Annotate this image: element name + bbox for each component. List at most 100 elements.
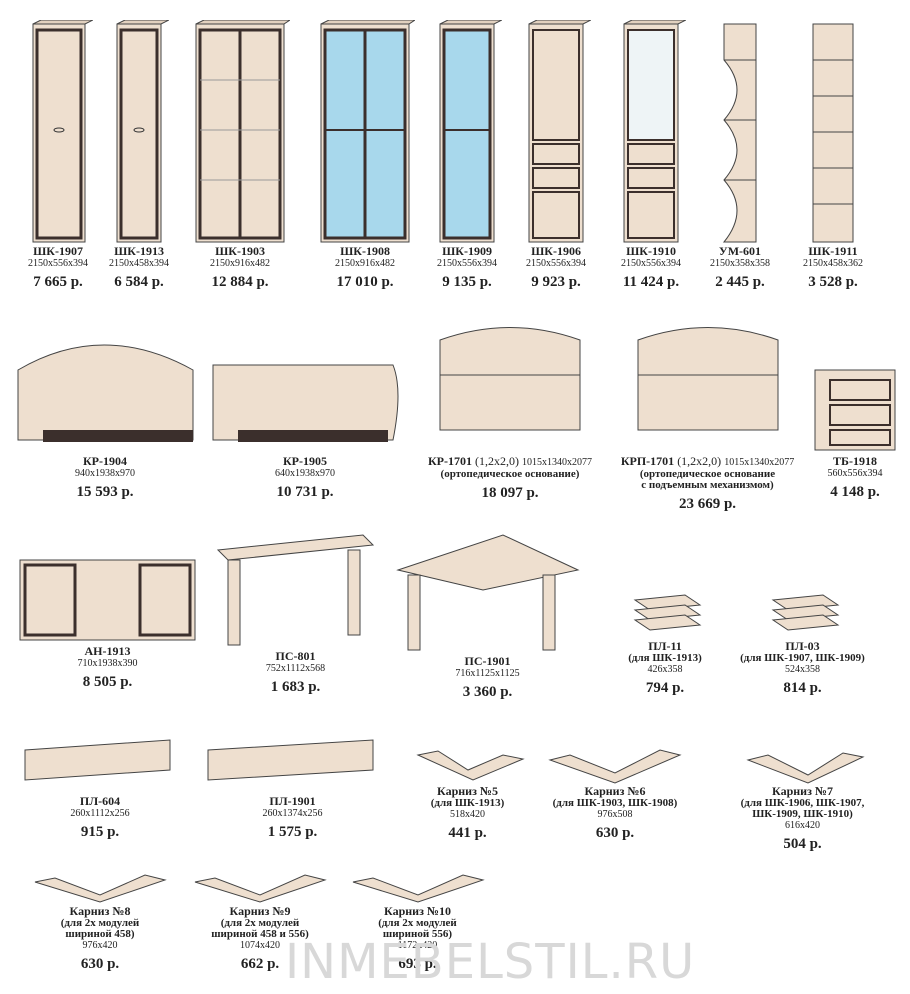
- product-karniz-9[interactable]: Карниз №9 (для 2х модулей шириной 458 и …: [185, 870, 335, 973]
- product-price: 3 360 р.: [462, 684, 513, 700]
- product-price: 794 р.: [645, 680, 685, 696]
- cornice-image: [548, 749, 682, 784]
- product-shk-1907[interactable]: ШК-1907 2150x556x394 7 665 р.: [18, 20, 98, 291]
- product-price: 6 584 р.: [114, 274, 164, 290]
- product-note: с подъемным механизмом): [641, 479, 774, 491]
- product-note: шириной 458 и 556): [211, 928, 309, 940]
- product-kr-1701[interactable]: КР-1701 (1,2х2,0) 1015x1340x2077 (ортопе…: [410, 320, 610, 502]
- product-name: ПЛ-03: [785, 639, 820, 653]
- sofa-bed-image: [17, 344, 193, 442]
- product-shk-1908[interactable]: ШК-1908 2150x916x482 17 010 р.: [305, 20, 425, 291]
- product-price: 504 р.: [783, 836, 822, 852]
- product-dims: 1074x420: [240, 940, 280, 951]
- product-dims: 940x1938x970: [75, 468, 135, 479]
- product-shk-1903[interactable]: ШК-1903 2150x916x482 12 884 р.: [180, 20, 300, 291]
- corner-desk-image: [395, 534, 580, 651]
- product-karniz-8[interactable]: Карниз №8 (для 2х модулей шириной 458) 9…: [25, 870, 175, 973]
- product-dims: 524x358: [785, 664, 820, 675]
- product-pl-1901[interactable]: ПЛ-1901 260x1374x256 1 575 р.: [200, 735, 385, 841]
- product-price: 4 148 р.: [830, 484, 880, 500]
- product-name: ПЛ-1901: [269, 794, 316, 808]
- product-note: (ортопедическое основание): [440, 468, 580, 480]
- product-um-601[interactable]: УМ-601 2150x358x358 2 445 р.: [700, 20, 780, 291]
- product-price: 630 р.: [80, 956, 120, 972]
- product-karniz-10[interactable]: Карниз №10 (для 2х модулей шириной 556) …: [340, 870, 495, 973]
- product-name: Карниз №7: [772, 784, 833, 798]
- product-price: 10 731 р.: [276, 484, 334, 500]
- product-dims: 426x358: [647, 664, 683, 675]
- corner-shelf-image: [722, 23, 757, 243]
- product-name: ПЛ-604: [79, 794, 121, 808]
- product-shk-1911[interactable]: ШК-1911 2150x458x362 3 528 р.: [792, 20, 874, 291]
- wall-cabinet-image: [19, 559, 196, 641]
- product-tb-1918[interactable]: ТБ-1918 560x556x394 4 148 р.: [805, 360, 905, 501]
- product-name: Карниз №10: [384, 904, 451, 918]
- product-note: (для ШК-1907, ШК-1909): [740, 652, 865, 664]
- product-dims: 2150x916x482: [210, 258, 270, 269]
- product-karniz-6[interactable]: Карниз №6 (для ШК-1903, ШК-1908) 976x508…: [540, 745, 690, 842]
- product-note: (для ШК-1913): [430, 797, 505, 809]
- product-note: (ортопедическое основание: [639, 468, 776, 480]
- product-model: КР-1701: [427, 454, 473, 468]
- product-name: ПС-801: [275, 649, 316, 663]
- product-pl-03[interactable]: ПЛ-03 (для ШК-1907, ШК-1909) 524x358 814…: [725, 590, 880, 697]
- product-price: 9 923 р.: [531, 274, 581, 290]
- product-dims: 716x1125x1125: [455, 668, 520, 679]
- cornice-image: [352, 874, 485, 903]
- product-dims: 2150x916x482: [335, 258, 395, 269]
- product-krp-1701[interactable]: КРП-1701 (1,2х2,0) 1015x1340x2077 (ортоп…: [610, 320, 805, 513]
- cornice-image: [194, 874, 327, 903]
- product-dims: 2150x458x362: [803, 258, 863, 269]
- product-price: 15 593 р.: [76, 484, 134, 500]
- product-dims: 976x420: [82, 940, 118, 951]
- product-ps-801[interactable]: ПС-801 752x1112x568 1 683 р.: [213, 530, 378, 696]
- product-price: 17 010 р.: [336, 274, 394, 290]
- product-shk-1910[interactable]: ШК-1910 2150x556x394 11 424 р.: [608, 20, 694, 291]
- product-note: (для ШК-1913): [628, 652, 702, 664]
- product-shk-1906[interactable]: ШК-1906 2150x556x394 9 923 р.: [510, 20, 602, 291]
- lift-bed-image: [637, 327, 778, 431]
- product-name: ПС-1901: [464, 654, 511, 668]
- wardrobe-double-blue-glass-image: [320, 20, 415, 243]
- wardrobe-blue-glass-image: [439, 20, 502, 243]
- product-kr-1905[interactable]: КР-1905 640x1938x970 10 731 р.: [205, 330, 405, 501]
- product-karniz-5[interactable]: Карниз №5 (для ШК-1913) 518x420 441 р.: [405, 745, 530, 842]
- product-dims: 752x1112x568: [265, 663, 326, 674]
- cornice-image: [415, 750, 525, 781]
- product-dims: 2150x556x394: [621, 258, 681, 269]
- product-pl-11[interactable]: ПЛ-11 (для ШК-1913) 426x358 794 р.: [610, 590, 720, 697]
- writing-desk-image: [216, 534, 375, 646]
- product-name: Карниз №6: [584, 784, 646, 798]
- wall-shelf-image: [207, 739, 373, 781]
- product-price: 9 135 р.: [442, 274, 492, 290]
- product-ps-1901[interactable]: ПС-1901 716x1125x1125 3 360 р.: [390, 530, 585, 701]
- product-pl-604[interactable]: ПЛ-604 260x1112x256 915 р.: [20, 735, 180, 841]
- product-name: ШК-1909: [442, 244, 492, 258]
- wardrobe-single-door-image: [116, 20, 169, 243]
- product-price: 915 р.: [80, 824, 120, 840]
- product-dims: 710x1938x390: [77, 658, 138, 669]
- product-note: шириной 556): [382, 928, 453, 940]
- product-shk-1913[interactable]: ШК-1913 2150x458x394 6 584 р.: [100, 20, 178, 291]
- product-note: (для 2х модулей: [60, 917, 140, 929]
- product-karniz-7[interactable]: Карниз №7 (для ШК-1906, ШК-1907, ШК-1909…: [730, 745, 875, 853]
- product-price: 1 683 р.: [270, 679, 321, 695]
- product-dims: 560x556x394: [827, 468, 883, 479]
- product-name: КР-1905: [282, 454, 328, 468]
- product-price: 8 505 р.: [82, 674, 133, 690]
- product-name: ШК-1906: [531, 244, 581, 258]
- product-dims: 2150x556x394: [526, 258, 586, 269]
- product-kr-1904[interactable]: КР-1904 940x1938x970 15 593 р.: [10, 330, 200, 501]
- product-dims: 1015x1340x2077: [724, 457, 795, 468]
- product-dims: 518x420: [450, 809, 485, 820]
- cornice-image: [745, 752, 865, 784]
- product-size-note: (1,2х2,0): [677, 454, 722, 468]
- product-name: ШК-1908: [340, 244, 390, 258]
- product-dims: 2150x358x358: [710, 258, 770, 269]
- product-price: 441 р.: [448, 825, 487, 841]
- product-an-1913[interactable]: АН-1913 710x1938x390 8 505 р.: [15, 545, 200, 691]
- product-shk-1909[interactable]: ШК-1909 2150x556x394 9 135 р.: [428, 20, 506, 291]
- product-price: 1 575 р.: [267, 824, 318, 840]
- product-name: КРП-1701 (1,2х2,0) 1015x1340x2077: [610, 455, 805, 469]
- product-note: (для 2х модулей: [378, 917, 457, 929]
